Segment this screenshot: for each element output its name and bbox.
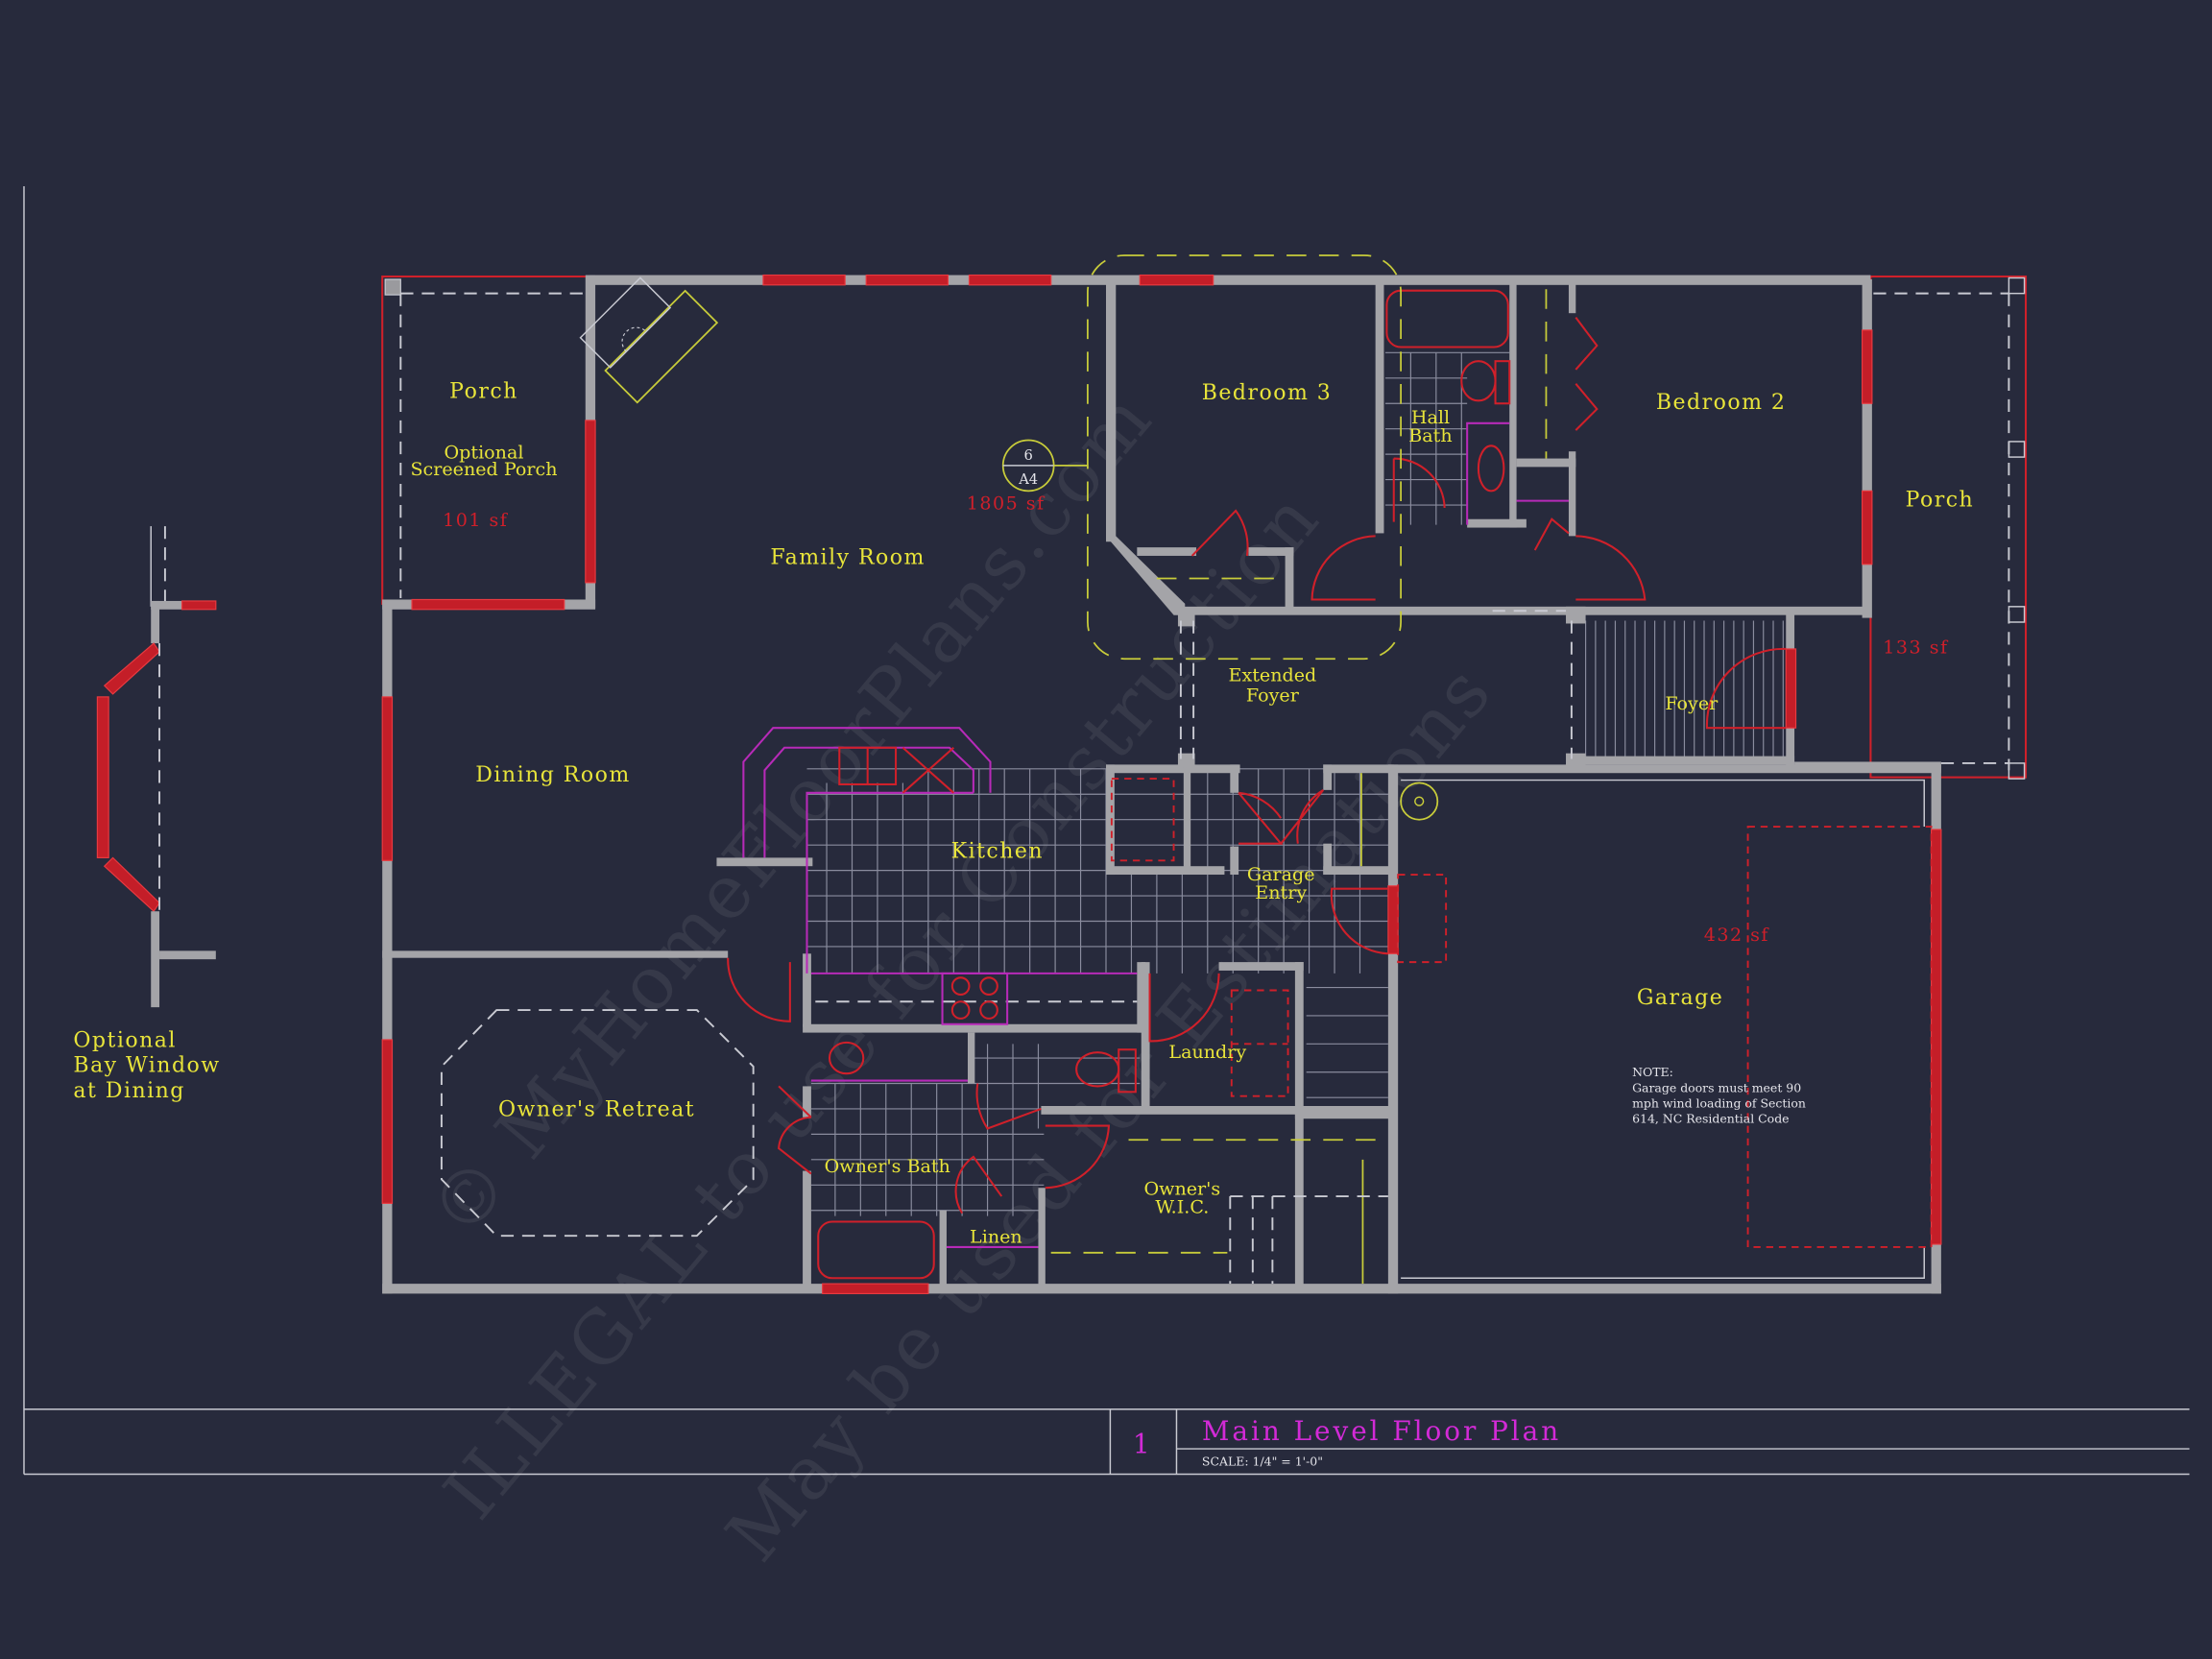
- label-hall-bath-1: Hall: [1411, 406, 1450, 428]
- bay-note-line-2: Bay Window: [73, 1054, 220, 1078]
- label-owners-bath: Owner's Bath: [825, 1155, 950, 1177]
- label-kitchen: Kitchen: [951, 839, 1044, 863]
- doors: [727, 316, 1787, 1214]
- area-labels: 101 sf 1805 sf 133 sf 432 sf: [443, 492, 1949, 946]
- garage-note: NOTE: Garage doors must meet 90 mph wind…: [1632, 1065, 1806, 1125]
- windows: [381, 274, 1942, 1295]
- area-porch-left: 101 sf: [443, 509, 509, 531]
- area-porch-right: 133 sf: [1883, 636, 1949, 658]
- title-block: 1 Main Level Floor Plan SCALE: 1/4" = 1'…: [1133, 1415, 1561, 1469]
- section-tag-bottom: A4: [1018, 471, 1038, 488]
- room-labels: Porch Optional Screened Porch Family Roo…: [410, 379, 1975, 1248]
- label-owners-retreat: Owner's Retreat: [498, 1097, 695, 1121]
- tray-ceiling-outline: [440, 1009, 755, 1238]
- label-bedroom-2: Bedroom 2: [1656, 391, 1787, 415]
- garage-note-line-4: 614, NC Residential Code: [1632, 1112, 1789, 1126]
- label-hall-bath-2: Bath: [1408, 424, 1452, 446]
- tile-grids: [806, 351, 1784, 1216]
- label-garage-entry-1: Garage: [1247, 863, 1315, 885]
- label-laundry: Laundry: [1168, 1041, 1246, 1063]
- label-extended-foyer-1: Extended: [1229, 664, 1317, 686]
- bay-note-line-3: at Dining: [73, 1079, 184, 1103]
- label-family-room: Family Room: [770, 546, 926, 570]
- extended-foyer-outline: [1087, 254, 1573, 759]
- label-garage-entry-2: Entry: [1255, 881, 1307, 903]
- label-porch-left: Porch: [449, 379, 518, 403]
- label-bedroom-3: Bedroom 3: [1202, 381, 1333, 405]
- drawing-scale: SCALE: 1/4" = 1'-0": [1202, 1455, 1323, 1469]
- drawing-number: 1: [1133, 1428, 1153, 1459]
- label-garage: Garage: [1637, 986, 1723, 1010]
- label-screened-porch-2: Screened Porch: [410, 458, 557, 480]
- garage-note-line-3: mph wind loading of Section: [1632, 1095, 1806, 1110]
- garage-note-line-2: Garage doors must meet 90: [1632, 1080, 1801, 1094]
- area-garage: 432 sf: [1704, 924, 1770, 946]
- label-owners-wic-2: W.I.C.: [1155, 1196, 1209, 1218]
- area-main: 1805 sf: [967, 492, 1046, 514]
- label-foyer: Foyer: [1665, 692, 1719, 714]
- garage-inner-lines: [1401, 779, 1925, 1279]
- porch-outlines: [381, 275, 2028, 780]
- label-owners-wic-1: Owner's: [1143, 1178, 1220, 1200]
- section-tag-top: 6: [1024, 447, 1033, 464]
- label-porch-right: Porch: [1906, 489, 1975, 513]
- sheet-frame: [23, 185, 2190, 1476]
- bay-window-detail: [96, 526, 217, 1008]
- label-extended-foyer-2: Foyer: [1246, 684, 1300, 706]
- bay-window-note: Optional Bay Window at Dining: [73, 1028, 220, 1103]
- label-dining-room: Dining Room: [475, 763, 630, 787]
- drawing-title: Main Level Floor Plan: [1202, 1415, 1561, 1447]
- fixtures: [579, 276, 1933, 1285]
- label-linen: Linen: [970, 1226, 1022, 1248]
- section-marker: 6 A4: [1001, 439, 1088, 493]
- garage-note-line-1: NOTE:: [1632, 1065, 1673, 1079]
- bay-note-line-1: Optional: [73, 1028, 176, 1052]
- label-screened-porch-1: Optional: [445, 442, 524, 464]
